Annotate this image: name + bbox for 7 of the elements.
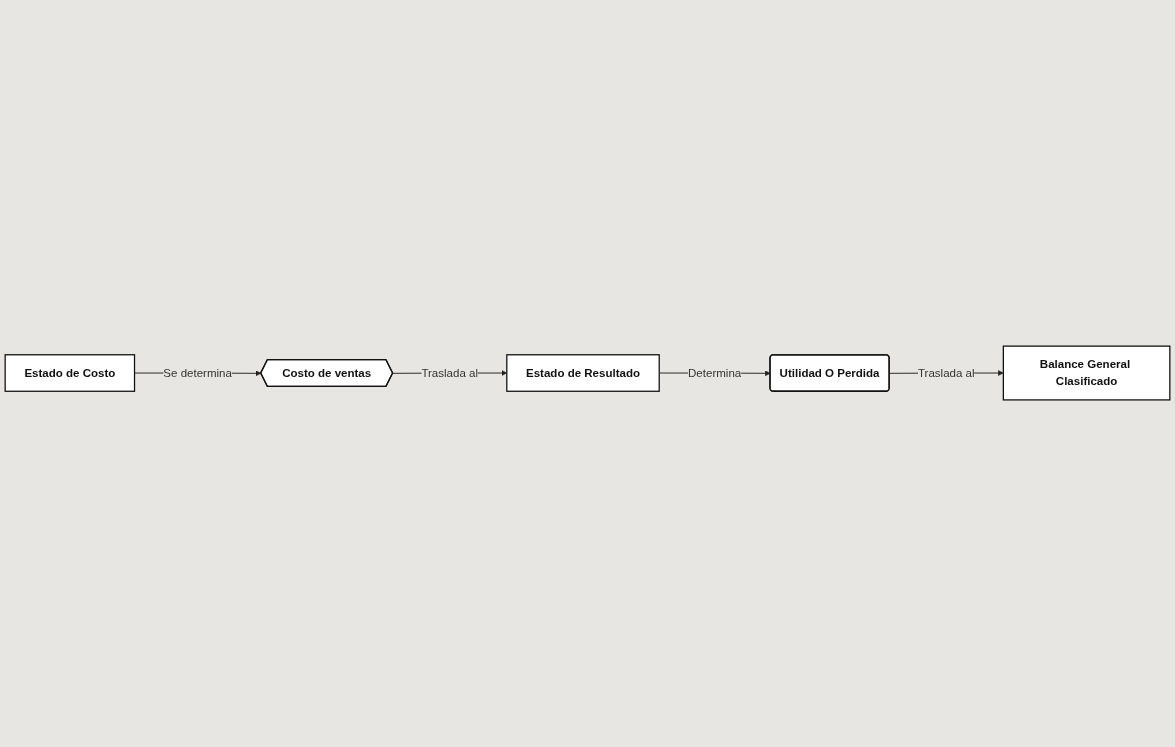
node-box: Balance General Clasificado xyxy=(1002,345,1171,402)
node-box: Estado de Costo xyxy=(4,354,136,393)
edge-label: Determina xyxy=(688,366,742,380)
edge-label: Traslada al xyxy=(917,366,975,380)
edge-label: Traslada al xyxy=(421,366,478,380)
edge-label: Se determina xyxy=(163,366,232,380)
node-box: Estado de Resultado xyxy=(506,354,660,393)
